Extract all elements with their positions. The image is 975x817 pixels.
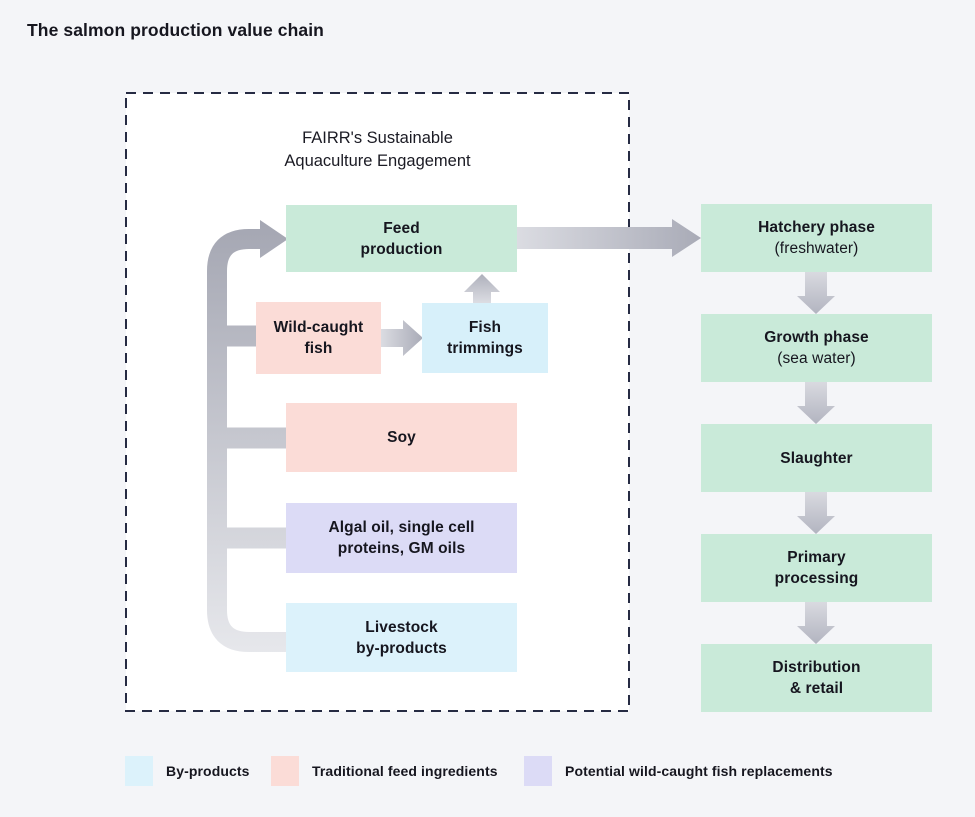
box-label: processing — [774, 570, 859, 587]
box-label: Livestock — [365, 618, 438, 636]
legend-swatch-traditional-feed — [271, 756, 299, 786]
box-feed-production: Feed production — [286, 205, 517, 272]
legend: By-products Traditional feed ingredients… — [0, 755, 975, 787]
arrow-trimmings-to-feed — [464, 274, 500, 303]
box-label: proteins, GM oils — [337, 540, 466, 557]
arrow-slaughter-to-primary — [797, 492, 835, 534]
box-label: fish — [304, 340, 333, 357]
engagement-frame-title: FAIRR's Sustainable Aquaculture Engageme… — [125, 127, 630, 173]
legend-swatch-by-products — [125, 756, 153, 786]
box-fish-trimmings: Fish trimmings — [422, 303, 548, 373]
frame-title-line1: FAIRR's Sustainable — [302, 129, 453, 147]
box-label: trimmings — [447, 340, 523, 357]
box-sublabel: (freshwater) — [774, 240, 859, 257]
arrow-hatchery-to-growth — [797, 272, 835, 314]
box-label: Growth phase — [764, 329, 869, 346]
trunk-arrowhead — [260, 220, 288, 258]
arrow-primary-to-distribution — [797, 602, 835, 644]
box-label: by-products — [356, 639, 447, 657]
box-label: Algal oil, single cell — [328, 519, 475, 536]
box-label: Soy — [387, 429, 416, 446]
box-primary-processing: Primary processing — [701, 534, 932, 602]
legend-label: Potential wild-caught fish replacements — [565, 763, 833, 779]
arrow-growth-to-slaughter — [797, 382, 835, 424]
box-livestock-by-products: Livestock by-products — [286, 603, 517, 672]
box-label: Slaughter — [780, 449, 853, 467]
legend-item-by-products: By-products — [125, 755, 250, 787]
arrow-wild-to-trimmings — [381, 320, 423, 356]
box-sublabel: (sea water) — [777, 350, 856, 367]
box-label: production — [360, 240, 443, 258]
legend-label: By-products — [166, 763, 250, 779]
legend-label: Traditional feed ingredients — [312, 763, 498, 779]
legend-item-traditional-feed: Traditional feed ingredients — [271, 755, 498, 787]
box-label: Fish — [468, 319, 502, 336]
box-growth-phase: Growth phase (sea water) — [701, 314, 932, 382]
box-slaughter: Slaughter — [701, 424, 932, 492]
box-label: & retail — [789, 680, 844, 697]
box-label: Feed — [383, 219, 420, 237]
legend-swatch-fish-replacements — [524, 756, 552, 786]
box-wild-caught-fish: Wild-caught fish — [256, 302, 381, 374]
box-hatchery-phase: Hatchery phase (freshwater) — [701, 204, 932, 272]
arrow-feed-to-hatchery — [517, 219, 701, 257]
box-distribution-retail: Distribution & retail — [701, 644, 932, 712]
box-label: Primary — [787, 549, 846, 566]
page-title: The salmon production value chain — [27, 20, 324, 40]
box-label: Distribution — [772, 659, 861, 676]
box-algal-oil: Algal oil, single cell proteins, GM oils — [286, 503, 517, 573]
frame-title-line2: Aquaculture Engagement — [284, 152, 471, 170]
legend-item-fish-replacements: Potential wild-caught fish replacements — [524, 755, 833, 787]
box-label: Wild-caught — [273, 319, 364, 336]
box-soy: Soy — [286, 403, 517, 472]
box-label: Hatchery phase — [758, 219, 875, 236]
